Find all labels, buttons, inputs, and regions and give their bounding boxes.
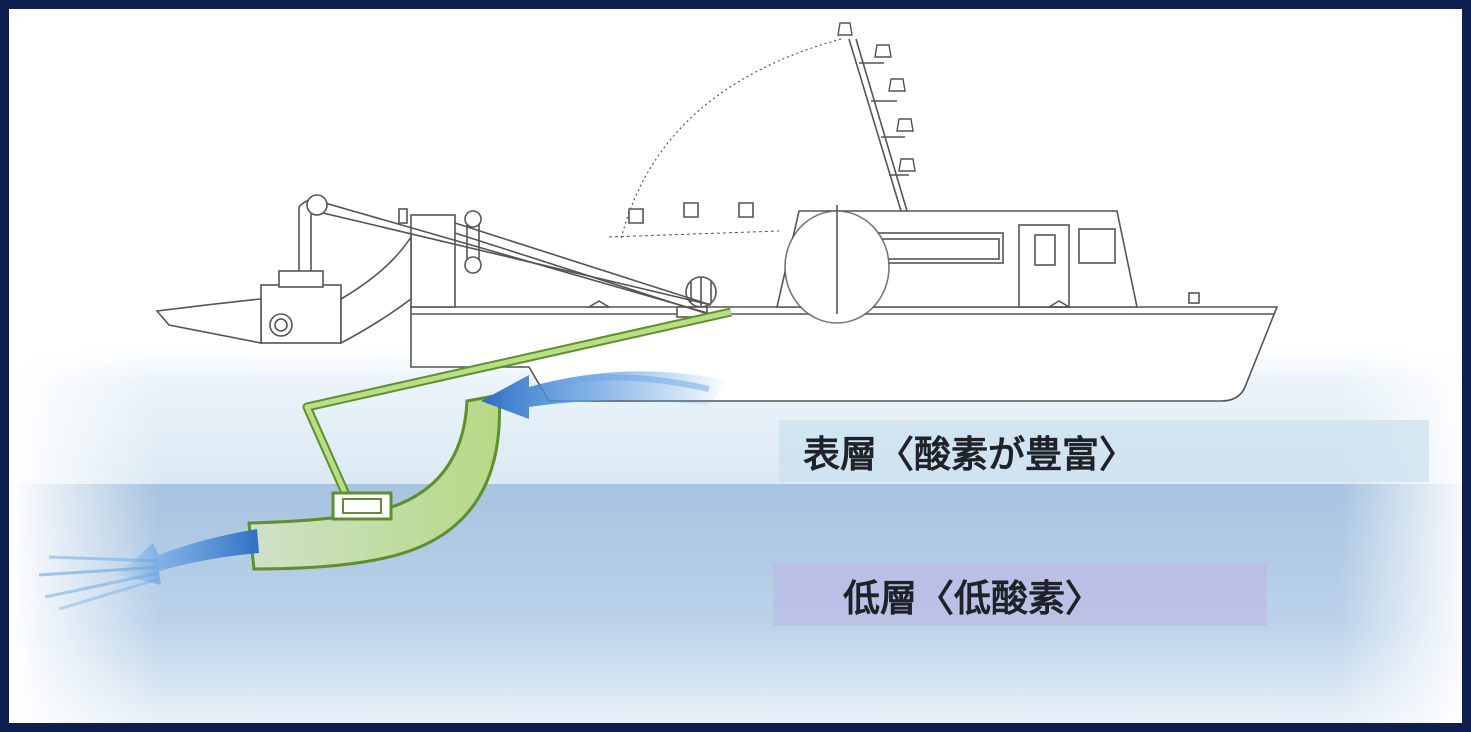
bottom-layer-label: 低層〈低酸素〉 (773, 564, 1267, 626)
intake-pipe-icon (247, 307, 732, 571)
mast-lights-icon (837, 22, 916, 176)
crane-arm-icon (155, 194, 712, 345)
flow-arrow-icon (38, 371, 729, 611)
boat-icon (155, 38, 1279, 402)
surface-layer-label: 表層〈酸素が豊富〉 (779, 420, 1429, 482)
